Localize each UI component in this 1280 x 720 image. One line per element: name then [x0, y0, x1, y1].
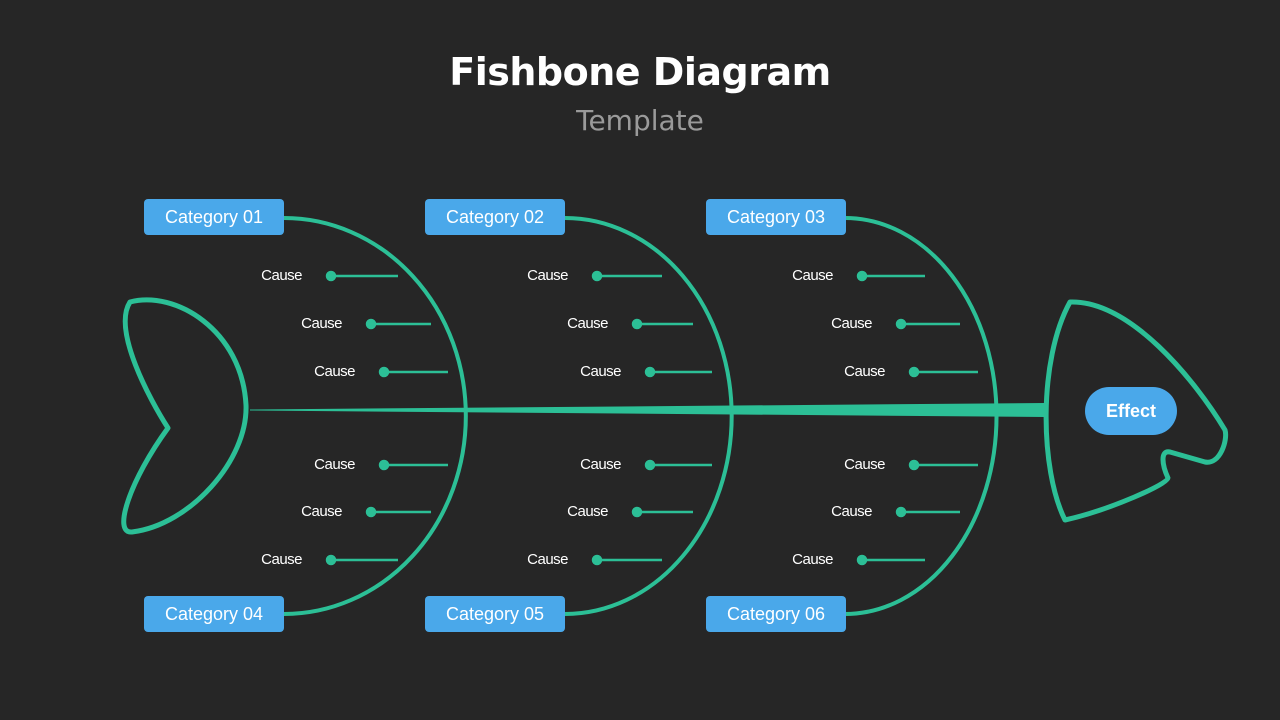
category-box-05: Category 05 — [425, 596, 565, 632]
cause-label: Cause — [567, 503, 608, 520]
category-box-03: Category 03 — [706, 199, 846, 235]
cause-branches-2 — [591, 270, 712, 566]
category-box-06: Category 06 — [706, 596, 846, 632]
page-title: Fishbone Diagram — [449, 50, 831, 94]
cause-label: Cause — [580, 456, 621, 473]
cause-label: Cause — [261, 551, 302, 568]
rib-arc-2 — [564, 216, 734, 616]
cause-label: Cause — [314, 363, 355, 380]
fish-head — [1043, 299, 1229, 523]
page-subtitle: Template — [576, 104, 704, 137]
fish-spine — [250, 403, 1045, 417]
cause-label: Cause — [792, 551, 833, 568]
category-box-02: Category 02 — [425, 199, 565, 235]
cause-label: Cause — [567, 315, 608, 332]
category-box-04: Category 04 — [144, 596, 284, 632]
cause-label: Cause — [527, 551, 568, 568]
cause-branches-1 — [325, 270, 448, 566]
rib-arc-3 — [844, 216, 999, 616]
cause-label: Cause — [580, 363, 621, 380]
cause-label: Cause — [831, 503, 872, 520]
cause-label: Cause — [261, 267, 302, 284]
cause-label: Cause — [844, 363, 885, 380]
category-box-01: Category 01 — [144, 199, 284, 235]
effect-label: Effect — [1085, 387, 1177, 435]
cause-label: Cause — [301, 315, 342, 332]
cause-label: Cause — [527, 267, 568, 284]
fish-tail — [121, 297, 249, 535]
cause-label: Cause — [831, 315, 872, 332]
cause-label: Cause — [314, 456, 355, 473]
cause-label: Cause — [844, 456, 885, 473]
cause-label: Cause — [792, 267, 833, 284]
cause-branches-3 — [856, 270, 978, 566]
rib-arc-1 — [283, 216, 468, 616]
cause-label: Cause — [301, 503, 342, 520]
